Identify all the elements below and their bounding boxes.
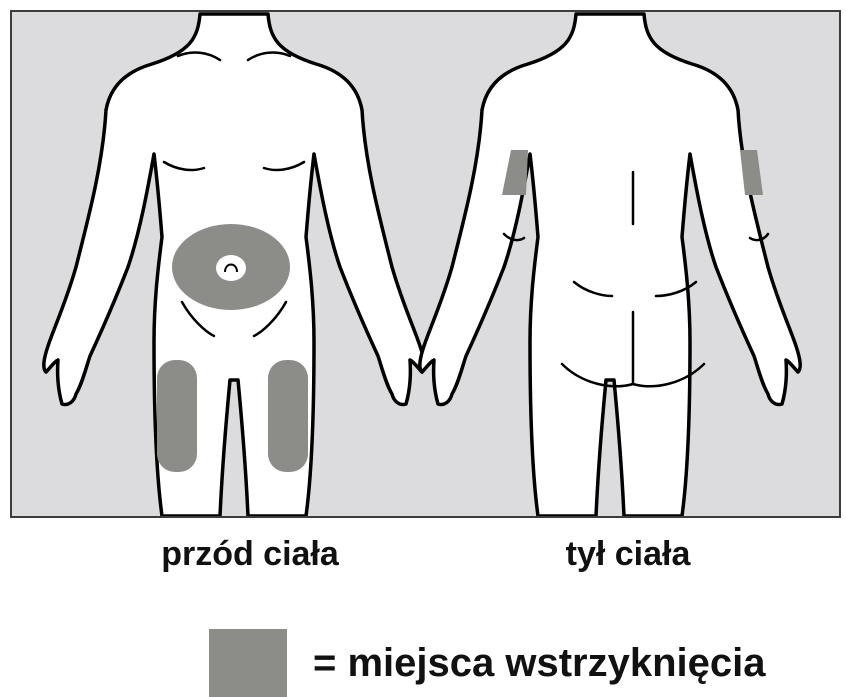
caption-back: tył ciała: [528, 535, 728, 574]
caption-front: przód ciała: [130, 535, 370, 574]
navel-spot: [216, 255, 246, 281]
legend-label: = miejsca wstrzyknięcia: [313, 641, 766, 686]
body-diagram-panel: [10, 10, 841, 518]
body-diagram-svg: [12, 12, 839, 516]
injection-site-front-right-thigh: [268, 360, 308, 472]
injection-site-front-left-thigh: [157, 360, 197, 472]
back-body-outline: [420, 14, 800, 516]
legend-swatch: [209, 629, 287, 697]
